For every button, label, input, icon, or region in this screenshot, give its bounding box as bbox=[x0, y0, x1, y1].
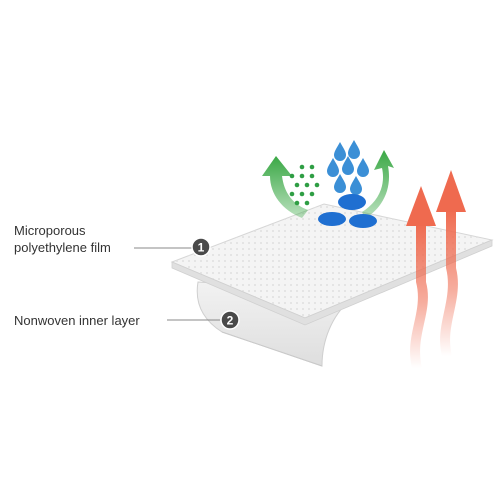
label-nonwoven-layer: Nonwoven inner layer bbox=[14, 312, 140, 329]
badge-2: 2 bbox=[220, 310, 240, 330]
blocked-droplets bbox=[318, 194, 377, 228]
svg-text:2: 2 bbox=[227, 314, 234, 328]
water-drops-icon bbox=[327, 140, 369, 195]
svg-text:1: 1 bbox=[198, 241, 205, 255]
label-line: Nonwoven inner layer bbox=[14, 313, 140, 328]
label-line: polyethylene film bbox=[14, 240, 111, 255]
heat-arrows bbox=[406, 170, 466, 368]
heat-arrow-icon bbox=[406, 186, 436, 368]
curved-arrow-icon bbox=[362, 150, 394, 218]
heat-arrow-icon bbox=[436, 170, 466, 356]
label-line: Microporous bbox=[14, 223, 86, 238]
vapor-dots-icon bbox=[289, 164, 320, 206]
label-microporous-film: Microporous polyethylene film bbox=[14, 222, 111, 256]
curved-arrow-icon bbox=[262, 156, 308, 218]
badge-1: 1 bbox=[191, 237, 211, 257]
film-layer bbox=[170, 203, 494, 326]
